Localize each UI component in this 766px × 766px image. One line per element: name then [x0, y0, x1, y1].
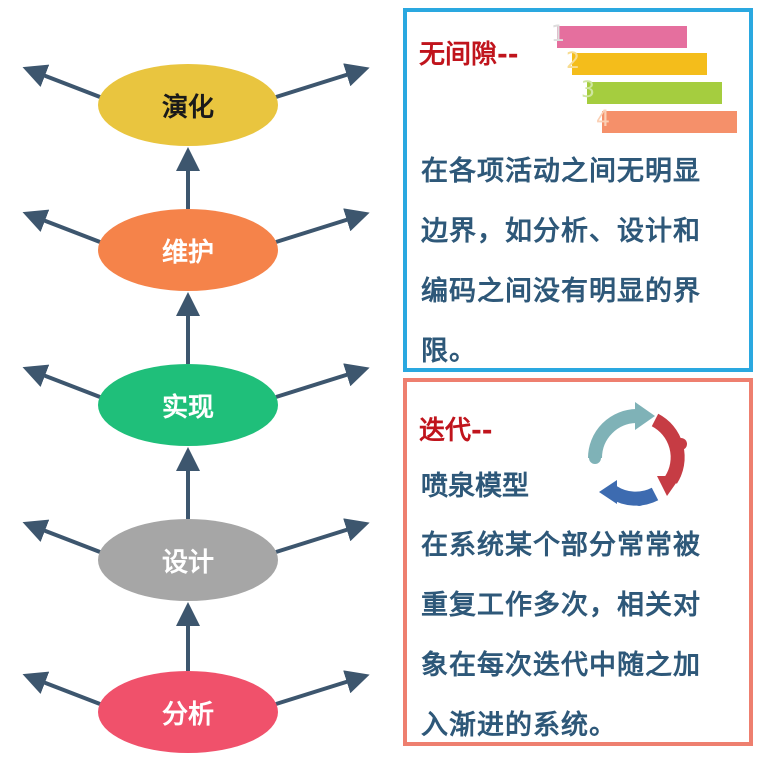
arrow [275, 670, 370, 706]
stage-label: 实现 [161, 392, 214, 423]
stage-label: 设计 [161, 547, 214, 578]
stage-label: 分析 [161, 699, 214, 730]
arrow [22, 209, 101, 244]
arrow [22, 364, 101, 399]
step-number: 1 [551, 22, 565, 47]
stage-node: 设计 [98, 519, 278, 601]
arrow [275, 363, 370, 399]
step-number: 3 [581, 78, 595, 103]
text-line: 象在每次迭代中随之加 [421, 650, 701, 681]
iteration-subtitle: 喷泉模型 [421, 471, 529, 502]
iteration-title: 迭代-- [419, 416, 493, 446]
arrow [22, 519, 101, 554]
no-gap-text: 在各项活动之间无明显 边界，如分析、设计和 编码之间没有明显的界 限。 [421, 142, 751, 382]
arrow [22, 64, 101, 99]
text-line: 边界，如分析、设计和 [421, 216, 701, 247]
arrows [22, 63, 370, 706]
stage-node: 维护 [98, 209, 278, 291]
no-gap-title: 无间隙-- [419, 40, 519, 70]
iteration-panel: 迭代-- 喷泉模型 在系统某个部分常常被 重复工作多次，相关对 象在每次迭代中随… [403, 378, 753, 746]
arrow [275, 208, 370, 244]
arrow [22, 671, 101, 706]
text-line: 在各项活动之间无明显 [421, 156, 701, 187]
stage-node: 演化 [98, 64, 278, 146]
arrow [275, 518, 370, 554]
stage-label: 演化 [161, 92, 214, 123]
cycle-icon [588, 402, 687, 506]
no-gap-panel: 无间隙-- 1 2 3 4 在各项活动之间无明显 边界，如分析、设计和 编码之间… [403, 8, 753, 372]
step-number: 4 [596, 107, 610, 132]
text-line: 在系统某个部分常常被 [421, 530, 701, 561]
stage-node: 实现 [98, 364, 278, 446]
text-line: 入渐进的系统。 [421, 710, 617, 741]
stage-label: 维护 [161, 237, 214, 268]
stage-node: 分析 [98, 671, 278, 753]
text-line: 编码之间没有明显的界 [421, 276, 701, 307]
arrow [275, 63, 370, 99]
text-line: 重复工作多次，相关对 [421, 590, 701, 621]
iteration-text: 在系统某个部分常常被 重复工作多次，相关对 象在每次迭代中随之加 入渐进的系统。 [421, 516, 751, 756]
text-line: 限。 [421, 336, 477, 367]
step-number: 2 [566, 49, 580, 74]
